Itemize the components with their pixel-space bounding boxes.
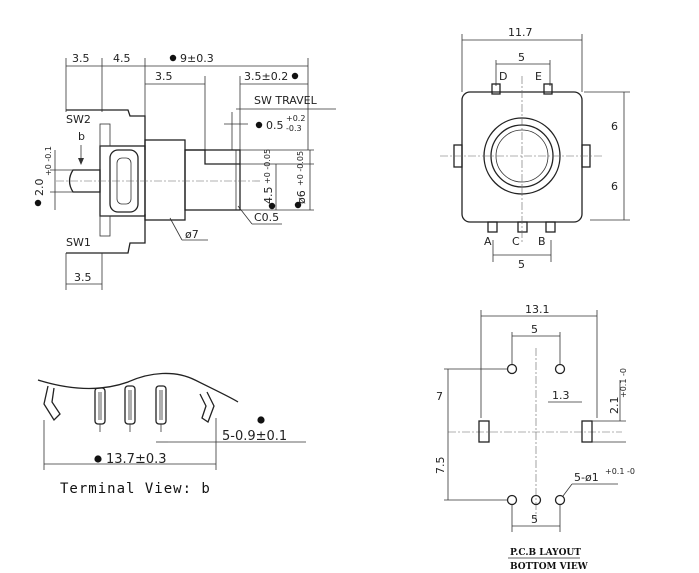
pcb-dim-5-top: 5 <box>531 323 538 336</box>
pcb-hole-d <box>506 363 518 375</box>
pin-d-label: D <box>499 70 507 83</box>
pin-e-label: E <box>535 70 542 83</box>
pcb-hole-a <box>506 494 518 506</box>
terminal-width-dim: 13.7±0.3 <box>106 452 167 467</box>
sw2-label: SW2 <box>66 113 91 126</box>
critical-dim-dot <box>257 416 265 424</box>
critical-dim-dot <box>294 201 302 209</box>
pcb-dim-2-1: 2.1 <box>608 397 621 415</box>
pcb-slot-right <box>581 420 593 443</box>
pin-c-label: C <box>512 235 520 248</box>
critical-dim-dot <box>94 455 102 463</box>
travel-base: 0.5 <box>266 119 284 132</box>
dim-3-5-mid: 3.5 <box>155 70 173 83</box>
front-view: 11.7 5 D E 6 6 A C B 5 <box>440 26 630 271</box>
dim-phi6: ø6 <box>295 190 308 204</box>
front-dim-6-upper: 6 <box>611 120 618 133</box>
pcb-hole-c <box>530 494 542 506</box>
pcb-dim-13-1: 13.1 <box>525 303 550 316</box>
pcb-title: P.C.B LAYOUT <box>510 548 581 558</box>
pcb-dim-7: 7 <box>436 390 443 403</box>
critical-dim-dot <box>255 121 263 129</box>
travel-sup: +0.2 <box>286 114 305 123</box>
terminal-view: 5-0.9±0.1 13.7±0.3 Terminal View: b <box>37 372 306 497</box>
pcb-layout: 13.1 5 7 7.5 1.3 2.1 +0.1 -0 5-ø1 +0.1 -… <box>434 303 635 572</box>
pcb-slot-left <box>478 420 490 443</box>
side-view: 3.5 4.5 9±0.3 3.5 3.5±0.2 SW TRAVEL 0.5 … <box>33 52 336 290</box>
front-dim-5-bottom: 5 <box>518 258 525 271</box>
pcb-hole-b <box>554 494 566 506</box>
dim-3-5-bottom: 3.5 <box>74 271 92 284</box>
terminal-view-caption: Terminal View: b <box>60 481 211 497</box>
critical-dim-dot <box>268 202 276 210</box>
critical-dim-dot <box>34 199 42 207</box>
pcb-dim-2-1-tol: +0.1 -0 <box>619 368 628 398</box>
pcb-dim-7-5: 7.5 <box>434 457 447 475</box>
pcb-dim-1-3: 1.3 <box>552 389 570 402</box>
pin-b-label: B <box>538 235 546 248</box>
front-dim-6-lower: 6 <box>611 180 618 193</box>
pin-a-label: A <box>484 235 492 248</box>
dim-3-5-left: 3.5 <box>72 52 90 65</box>
c05-label: C0.5 <box>254 211 279 224</box>
dim-2-0: 2.0 <box>33 179 46 197</box>
pcb-hole-tol: +0.1 -0 <box>605 467 635 476</box>
pcb-hole-dim: 5-ø1 <box>574 471 599 484</box>
critical-dim-dot <box>169 54 177 62</box>
pcb-dim-5-bottom: 5 <box>531 513 538 526</box>
dim-4-5: 4.5 <box>113 52 131 65</box>
dim-4-5-v: 4.5 <box>262 187 275 205</box>
pcb-hole-e <box>554 363 566 375</box>
dim-3-5-right: 3.5±0.2 <box>244 70 288 83</box>
phi7-label: ø7 <box>185 228 199 241</box>
critical-dim-dot <box>291 72 299 80</box>
travel-sub: -0.3 <box>286 124 302 133</box>
b-marker: b <box>78 130 85 143</box>
dim-2-0-tol: +0 -0.1 <box>44 146 53 176</box>
front-dim-5-top: 5 <box>518 51 525 64</box>
sw1-label: SW1 <box>66 236 91 249</box>
dim-phi6-tol: +0 -0.05 <box>296 151 305 186</box>
pcb-subtitle: BOTTOM VIEW <box>510 562 589 572</box>
sw-travel-label: SW TRAVEL <box>254 94 318 107</box>
dim-4-5-v-tol: +0 -0.05 <box>263 149 272 184</box>
terminal-pin-dim: 5-0.9±0.1 <box>222 429 287 444</box>
front-dim-11-7: 11.7 <box>508 26 533 39</box>
dim-9: 9±0.3 <box>180 52 214 65</box>
